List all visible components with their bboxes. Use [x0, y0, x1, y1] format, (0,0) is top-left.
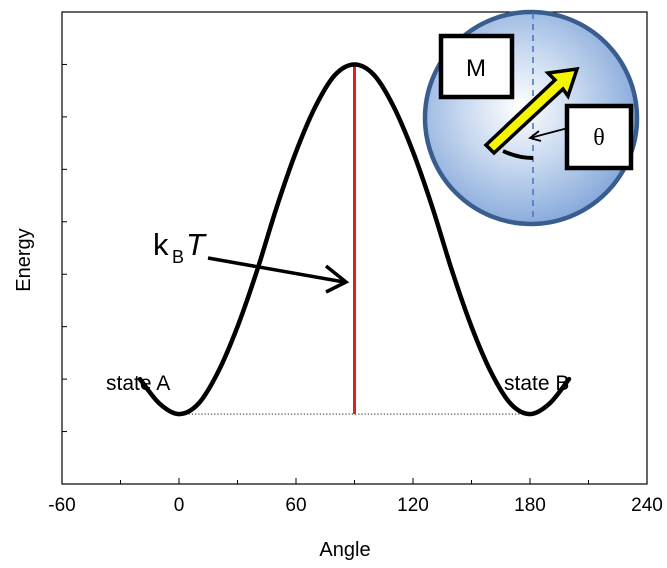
state-b-label: state B — [504, 372, 569, 395]
kbt-italic: T — [186, 227, 207, 262]
theta-arc — [502, 149, 534, 160]
theta-label-box — [564, 103, 634, 171]
theta-pointer-head — [528, 130, 542, 142]
inset-magnet-diagram: M θ — [422, 9, 640, 227]
m-label-box — [438, 33, 515, 100]
kbt-subscript: B — [172, 247, 184, 267]
x-tick-label: -60 — [48, 495, 75, 516]
x-axis-ticks: -60 0 60 120 180 240 — [48, 478, 663, 516]
magnetization-arrow — [483, 66, 580, 156]
m-label: M — [466, 55, 486, 82]
y-axis-ticks — [62, 63, 67, 433]
x-tick-label: 0 — [174, 495, 185, 516]
kbt-label: k B T — [153, 227, 207, 267]
state-a-label: state A — [106, 372, 170, 395]
kbt-main: k — [153, 227, 169, 262]
theta-label: θ — [593, 125, 605, 151]
x-axis-title: Angle — [319, 539, 370, 561]
x-tick-label: 60 — [285, 495, 306, 516]
x-tick-label: 240 — [631, 495, 663, 516]
y-axis-title: Energy — [13, 228, 35, 291]
x-tick-label: 180 — [514, 495, 546, 516]
x-tick-label: 120 — [397, 495, 429, 516]
energy-curve — [137, 62, 572, 417]
theta-pointer — [529, 127, 569, 139]
kbt-arrow — [207, 256, 350, 294]
